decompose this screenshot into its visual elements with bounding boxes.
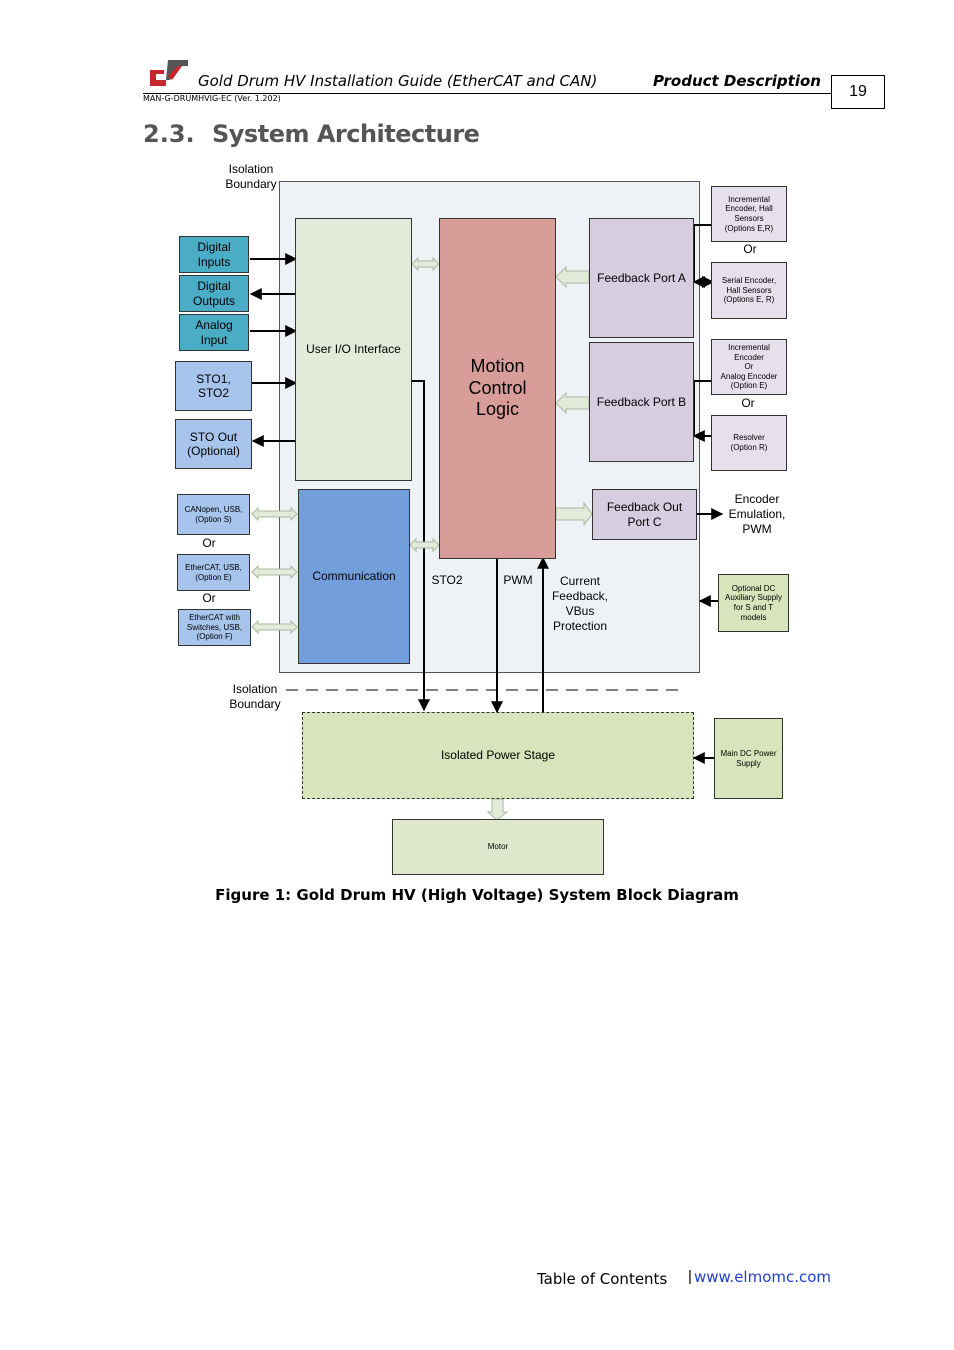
serial-encoder-block: Serial Encoder,Hall Sensors(Options E, R… [711, 262, 787, 319]
header-rule [143, 93, 831, 94]
page-number: 19 [831, 75, 885, 109]
pwm-signal-label: PWM [503, 573, 533, 587]
or-label-fb-a: Or [743, 242, 757, 256]
feedback-port-a-block: Feedback Port A [589, 218, 694, 338]
canopen-option-block: CANopen, USB,(Option S) [177, 494, 250, 535]
resolver-block: Resolver(Option R) [711, 415, 787, 471]
user-io-interface-block: User I/O Interface [295, 218, 412, 481]
website-link[interactable]: www.elmomc.com [694, 1268, 832, 1286]
header-section: Product Description [653, 72, 821, 90]
isolated-power-stage-block: Isolated Power Stage [302, 712, 694, 799]
sto-block: STO1,STO2 [175, 361, 252, 411]
figure-caption: Figure 1: Gold Drum HV (High Voltage) Sy… [215, 886, 739, 904]
section-number: 2.3. [143, 120, 195, 148]
section-title: System Architecture [212, 120, 480, 148]
communication-block: Communication [298, 489, 410, 664]
or-label-comm-1: Or [202, 536, 216, 550]
feedback-port-b-block: Feedback Port B [589, 342, 694, 462]
elmo-logo [148, 58, 190, 88]
sto2-signal-label: STO2 [431, 573, 463, 587]
header-doc-id: MAN-G-DRUMHVIG-EC (Ver. 1.202) [143, 94, 281, 103]
header-title: Gold Drum HV Installation Guide (EtherCA… [198, 72, 598, 90]
motor-block: Motor [392, 819, 604, 875]
ethercat-option-block: EtherCAT, USB,(Option E) [177, 554, 250, 591]
or-label-comm-2: Or [202, 591, 216, 605]
sto-out-block: STO Out(Optional) [175, 419, 252, 469]
or-label-fb-b: Or [741, 396, 755, 410]
footer-separator: | [688, 1268, 692, 1285]
table-of-contents-link[interactable]: Table of Contents [537, 1270, 668, 1288]
